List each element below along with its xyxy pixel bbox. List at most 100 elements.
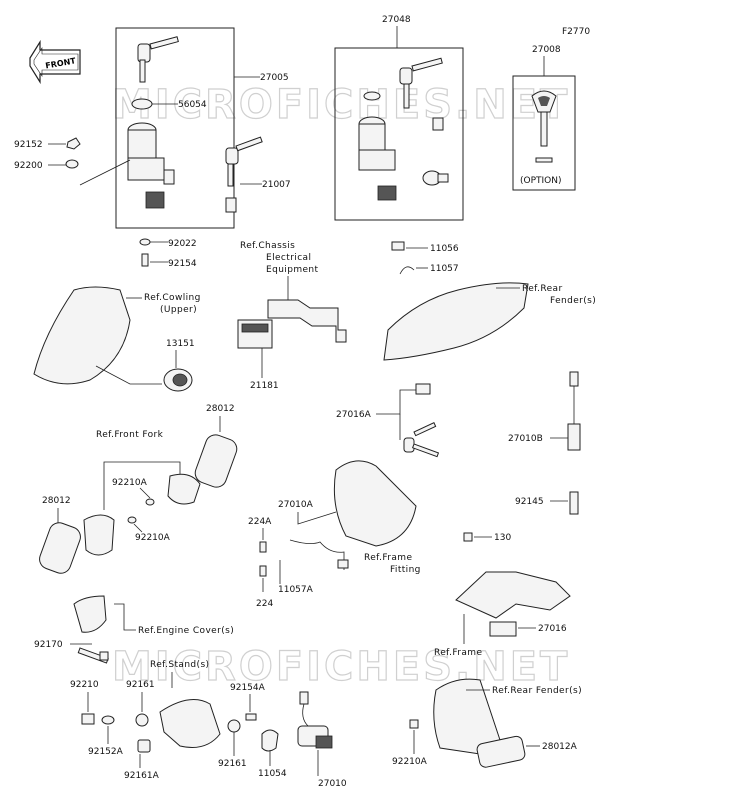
label-11057A: 11057A [278, 585, 314, 595]
lock-cylinder-icon [422, 170, 449, 186]
bracket-icon [73, 595, 107, 633]
label-92210A-3: 92210A [392, 757, 428, 767]
label-92022: 92022 [168, 239, 197, 249]
label-92210: 92210 [70, 680, 99, 690]
label-92210A-1: 92210A [112, 478, 148, 488]
label-21007: 21007 [262, 180, 291, 190]
ref-frame-fitting-1: Ref.Frame [364, 553, 412, 563]
label-92145: 92145 [515, 497, 544, 507]
nut-icon [409, 719, 419, 729]
ref-engine-cover: Ref.Engine Cover(s) [138, 626, 234, 636]
diagram-code: F2770 [562, 27, 590, 37]
label-27016: 27016 [538, 624, 567, 634]
label-27010: 27010 [318, 779, 347, 789]
label-21181: 21181 [250, 381, 279, 391]
label-13151: 13151 [166, 339, 195, 349]
label-27008: 27008 [532, 45, 561, 55]
label-28012-top: 28012 [206, 404, 235, 414]
ref-frame-fitting-2: Fitting [390, 565, 421, 575]
label-27010B: 27010B [508, 434, 543, 444]
fork-bracket-icon [83, 473, 201, 556]
ref-chassis-2: Electrical [266, 253, 311, 263]
reflector-icon [476, 735, 526, 768]
grommet-icon [227, 719, 241, 733]
label-27016A: 27016A [336, 410, 372, 420]
bolt-icon [245, 713, 257, 721]
washer-icon [363, 91, 381, 101]
grommet-icon [135, 713, 149, 727]
frame-bracket-icon [455, 571, 571, 619]
label-27005: 27005 [260, 73, 289, 83]
washer-icon [131, 98, 153, 110]
ref-frame: Ref.Frame [434, 648, 482, 658]
label-11056: 11056 [430, 244, 459, 254]
label-92161-1: 92161 [126, 680, 155, 690]
label-92154A: 92154A [230, 683, 266, 693]
cowling-icon [33, 286, 131, 385]
screw-icon [259, 541, 267, 553]
option-label: (OPTION) [520, 176, 562, 186]
nut-icon [99, 651, 109, 661]
side-stand-switch-icon [297, 691, 333, 749]
collar-icon [432, 117, 444, 131]
ref-stand: Ref.Stand(s) [150, 660, 209, 670]
ref-chassis-3: Equipment [266, 265, 319, 275]
clip-icon [415, 383, 431, 395]
ignition-switch-icon [358, 116, 397, 201]
cap-icon [137, 739, 151, 753]
ref-front-fork: Ref.Front Fork [96, 430, 164, 440]
washer-icon [65, 159, 79, 169]
washer-icon [139, 238, 151, 246]
sensor-icon [567, 371, 581, 451]
bolt-icon [463, 532, 473, 542]
bolt-icon [141, 253, 149, 267]
bracket-icon [237, 299, 347, 349]
label-92161-2: 92161 [218, 759, 247, 769]
screw-icon [259, 565, 267, 577]
key-icon [225, 136, 263, 213]
reflector-icon [194, 434, 238, 488]
watermark-bottom: MICROFICHES.NET [112, 644, 570, 690]
label-130: 130 [494, 533, 511, 543]
ignition-switch-icon [127, 122, 175, 209]
holder-icon [489, 621, 517, 637]
switch-bracket-icon [261, 729, 279, 752]
stand-bracket-icon [159, 699, 221, 748]
label-92210A-2: 92210A [135, 533, 171, 543]
nut-icon [81, 713, 95, 725]
key-icon [399, 57, 443, 109]
rear-fender-icon [383, 282, 529, 361]
ignition-cover-icon [163, 368, 193, 392]
washer-icon [101, 715, 115, 725]
option-box [512, 75, 576, 191]
kit-box-27048 [334, 47, 464, 221]
nut-icon [127, 516, 137, 524]
label-224: 224 [256, 599, 273, 609]
nut-icon [145, 498, 155, 506]
ref-chassis-1: Ref.Chassis [240, 241, 295, 251]
label-27048: 27048 [382, 15, 411, 25]
ref-rear-fender-1: Ref.Rear [522, 284, 563, 294]
clip-icon [391, 241, 405, 251]
blank-key-icon [531, 90, 557, 163]
ref-rear-fender-full: Ref.Rear Fender(s) [492, 686, 582, 696]
wire-icon [399, 266, 415, 275]
label-92152: 92152 [14, 140, 43, 150]
frame-fitting-icon [333, 460, 417, 547]
kit-box-27005 [115, 27, 235, 229]
wire-harness-icon [289, 539, 345, 570]
ref-cowling-2: (Upper) [160, 305, 197, 315]
watermark-top: MICROFICHES.NET [112, 82, 570, 128]
key-icon [403, 422, 440, 458]
label-11054: 11054 [258, 769, 287, 779]
ref-cowling-1: Ref.Cowling [144, 293, 201, 303]
label-92154: 92154 [168, 259, 197, 269]
label-92200: 92200 [14, 161, 43, 171]
front-arrow-icon: FRONT [29, 39, 81, 85]
label-224A: 224A [248, 517, 272, 527]
label-11057: 11057 [430, 264, 459, 274]
reflector-icon [39, 522, 81, 574]
label-27010A: 27010A [278, 500, 314, 510]
